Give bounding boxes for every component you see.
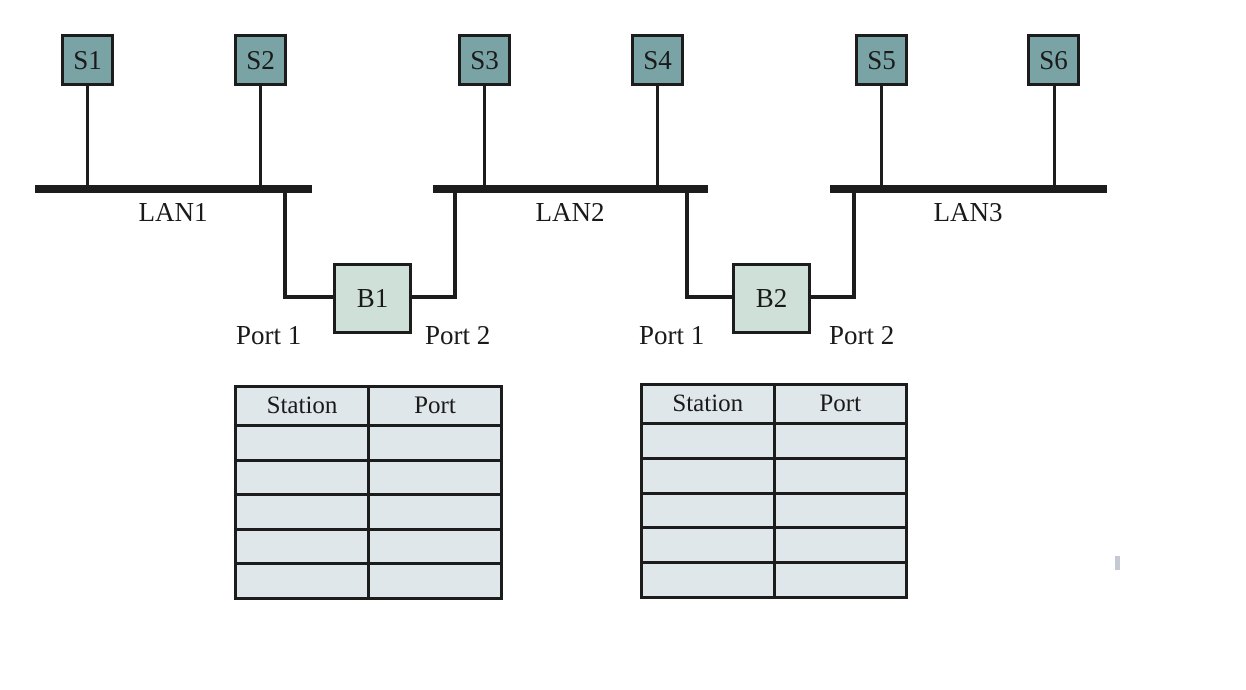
forwarding-table-b2: Station Port — [640, 383, 908, 599]
b1-port1-vertical-line — [283, 189, 287, 299]
table-row — [237, 527, 500, 563]
table-cell — [643, 494, 776, 527]
b2-port2-horizontal-line — [810, 295, 856, 299]
lan1-bus — [35, 185, 312, 193]
bridge-box-b1: B1 — [333, 263, 412, 334]
table-header-station: Station — [237, 388, 370, 424]
table-row — [237, 424, 500, 459]
table-row — [643, 491, 905, 527]
table-header-row: Station Port — [237, 388, 500, 424]
bridge-label: B1 — [356, 283, 389, 313]
station-label: S2 — [246, 44, 275, 75]
lan3-label: LAN3 — [933, 197, 1003, 227]
station-box-s3: S3 — [458, 34, 511, 86]
table-cell — [643, 529, 776, 562]
lan2-bus — [433, 185, 708, 193]
b2-port2-vertical-line — [852, 189, 856, 299]
table-cell — [643, 564, 776, 596]
b2-port1-label: Port 1 — [639, 320, 705, 350]
lan3-bus — [830, 185, 1107, 193]
table-cell — [237, 565, 370, 597]
table-cell — [775, 425, 905, 457]
table-cell — [370, 530, 500, 563]
table-cell — [237, 530, 370, 563]
b1-port1-label: Port 1 — [236, 320, 302, 350]
table-cell — [643, 425, 776, 457]
b2-port1-horizontal-line — [685, 295, 732, 299]
s3-drop-line — [483, 86, 486, 187]
table-cell — [775, 529, 905, 562]
table-cell — [775, 564, 905, 596]
table-cell — [237, 461, 370, 494]
table-row — [643, 526, 905, 562]
lan1-label: LAN1 — [138, 197, 208, 227]
station-label: S6 — [1039, 44, 1068, 75]
s4-drop-line — [656, 86, 659, 187]
b2-port2-label: Port 2 — [829, 320, 895, 350]
table-header-port: Port — [775, 386, 905, 422]
station-box-s2: S2 — [234, 34, 287, 86]
table-cell — [370, 496, 500, 528]
scan-artifact — [1115, 556, 1120, 570]
lan2-label: LAN2 — [535, 197, 605, 227]
table-row — [237, 562, 500, 597]
b1-port2-label: Port 2 — [425, 320, 491, 350]
station-label: S5 — [867, 44, 896, 75]
bridge-label: B2 — [755, 283, 788, 313]
table-cell — [237, 496, 370, 528]
table-header-row: Station Port — [643, 386, 905, 422]
table-cell — [370, 427, 500, 459]
b1-port2-horizontal-line — [412, 295, 457, 299]
station-box-s1: S1 — [61, 34, 114, 86]
s5-drop-line — [880, 86, 883, 187]
b2-port1-vertical-line — [685, 189, 689, 299]
table-cell — [775, 494, 905, 527]
table-cell — [370, 461, 500, 494]
table-row — [643, 422, 905, 457]
table-header-port: Port — [370, 388, 500, 424]
b1-port1-horizontal-line — [283, 295, 333, 299]
station-box-s4: S4 — [631, 34, 684, 86]
table-row — [237, 458, 500, 494]
b1-port2-vertical-line — [453, 189, 457, 299]
station-label: S3 — [470, 44, 499, 75]
forwarding-table-b1: Station Port — [234, 385, 503, 600]
table-cell — [643, 459, 776, 492]
s1-drop-line — [86, 86, 89, 187]
table-cell — [370, 565, 500, 597]
table-row — [643, 561, 905, 596]
station-box-s5: S5 — [855, 34, 908, 86]
station-label: S4 — [643, 44, 672, 75]
s2-drop-line — [259, 86, 262, 187]
s6-drop-line — [1053, 86, 1056, 187]
table-header-station: Station — [643, 386, 776, 422]
table-row — [643, 456, 905, 492]
table-row — [237, 493, 500, 528]
bridge-box-b2: B2 — [732, 263, 811, 334]
table-cell — [775, 459, 905, 492]
table-cell — [237, 427, 370, 459]
station-box-s6: S6 — [1027, 34, 1080, 86]
station-label: S1 — [73, 44, 102, 75]
